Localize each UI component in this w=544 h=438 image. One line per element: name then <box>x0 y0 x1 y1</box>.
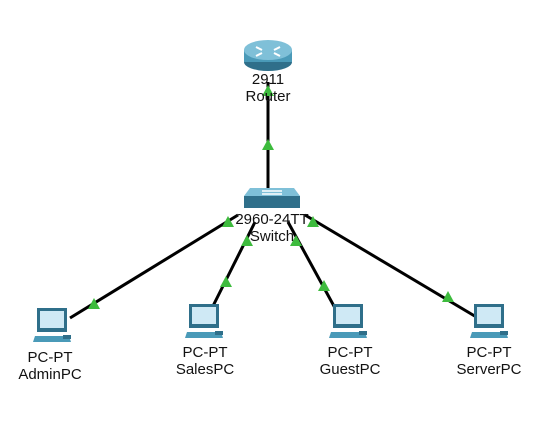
pc-name: ServerPC <box>456 361 522 378</box>
pc-label-serverpc: PC-PT ServerPC <box>456 344 521 378</box>
pc-label-adminpc: PC-PT AdminPC <box>18 349 81 383</box>
switch-model: 2960-24TT <box>235 211 309 228</box>
pc-model: PC-PT <box>27 349 73 366</box>
pc-name: SalesPC <box>175 361 235 378</box>
link-up-indicator <box>262 139 274 150</box>
link-up-indicator <box>88 298 100 309</box>
link-up-indicator <box>262 85 274 96</box>
pc-label-guestpc: PC-PT GuestPC <box>320 344 381 378</box>
pc-model: PC-PT <box>182 344 228 361</box>
pc-name: AdminPC <box>18 366 82 383</box>
pc-icon-salespc[interactable] <box>185 304 223 338</box>
link-switch-adminpc[interactable] <box>69 213 239 320</box>
link-up-indicator <box>290 235 302 246</box>
link-up-indicator <box>318 280 330 291</box>
pc-model: PC-PT <box>466 344 512 361</box>
router-model: 2911 <box>251 71 285 88</box>
router-icon[interactable] <box>244 40 292 71</box>
pc-model: PC-PT <box>327 344 373 361</box>
switch-icon[interactable] <box>244 188 300 208</box>
pc-icon-guestpc[interactable] <box>329 304 367 338</box>
link-switch-salespc[interactable] <box>210 221 257 309</box>
pc-icon-adminpc[interactable] <box>33 308 71 342</box>
link-up-indicator <box>222 216 234 227</box>
link-up-indicator <box>442 291 454 302</box>
switch-label: 2960-24TT Switch <box>235 211 308 245</box>
pc-icon-serverpc[interactable] <box>470 304 508 338</box>
router-label: 2911 Router <box>245 71 290 105</box>
switch-name: Switch <box>249 228 295 245</box>
link-up-indicator <box>307 216 319 227</box>
link-status-indicators <box>88 85 454 309</box>
link-up-indicator <box>241 235 253 246</box>
link-up-indicator <box>220 276 232 287</box>
pc-name: GuestPC <box>319 361 381 378</box>
router-name: Router <box>245 88 291 105</box>
pc-label-salespc: PC-PT SalesPC <box>176 344 234 378</box>
